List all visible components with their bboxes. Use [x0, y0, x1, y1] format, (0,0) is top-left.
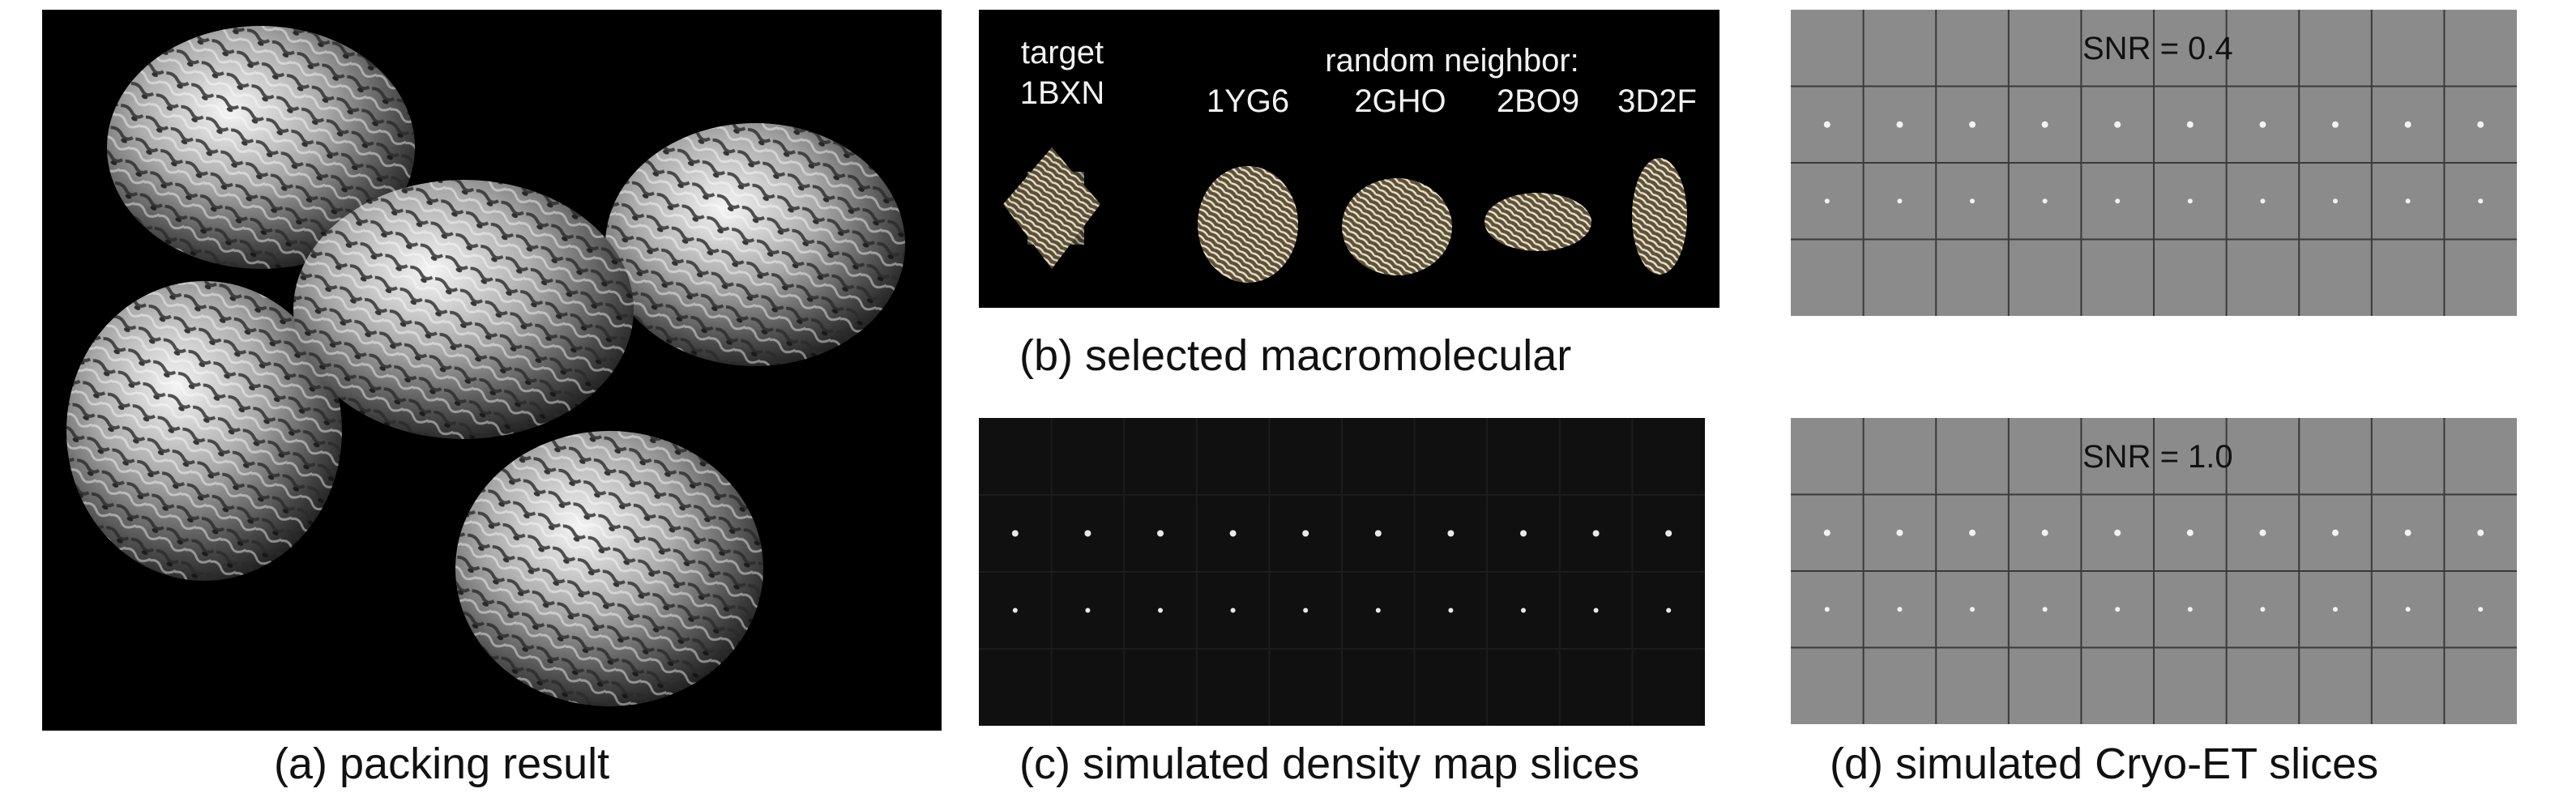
slice-density-spot [2332, 529, 2339, 536]
slice-density-spot [1229, 530, 1237, 537]
caption-d: (d) simulated Cryo-ET slices [1830, 740, 2379, 788]
slice-density-spot [1896, 121, 1903, 128]
molecule-blob [66, 281, 342, 581]
neighbor-label: random neighbor: [1325, 43, 1579, 79]
slice-density-spot [2187, 198, 2193, 204]
slice-density-spot [2114, 121, 2121, 128]
slice-density-spot [2259, 529, 2266, 536]
slice-density-spot [1897, 607, 1903, 612]
slice-density-spot [1012, 608, 1018, 613]
structure-2gho [1342, 178, 1452, 275]
slice-density-spot [2042, 198, 2048, 204]
cryo-et-slices-snr-high: SNR = 1.0 [1791, 418, 2517, 724]
slice-density-spot [2405, 198, 2411, 204]
neighbor-id: 3D2F [1617, 83, 1697, 119]
macromolecule-panel: target 1BXN random neighbor: 1YG6 2GHO 2… [979, 10, 1719, 308]
slice-density-spot [2477, 529, 2484, 536]
slice-density-spot [2041, 121, 2048, 128]
slice-density-spot [2333, 607, 2338, 612]
slice-density-spot [2477, 121, 2484, 128]
molecule-blob [605, 123, 905, 366]
slice-density-spot [1520, 530, 1527, 537]
slice-density-spot [2186, 121, 2194, 128]
slice-density-spot [1969, 529, 1976, 536]
packing-result-image [42, 10, 942, 731]
neighbor-id: 2BO9 [1496, 83, 1580, 119]
slice-density-spot [1157, 530, 1164, 537]
structure-2bo9 [1485, 193, 1591, 251]
slice-density-spot [1823, 529, 1831, 536]
molecule-blob [455, 431, 763, 706]
structure-3d2f [1632, 158, 1687, 275]
slice-density-spot [1447, 530, 1455, 537]
slice-density-spot [1521, 608, 1526, 613]
slice-density-spot [1303, 608, 1309, 613]
cryo-et-slices-snr-low: SNR = 0.4 [1791, 10, 2517, 316]
slice-density-spot [1666, 608, 1672, 613]
slice-density-spot [1592, 530, 1600, 537]
cryo-slice-grid [1791, 10, 2517, 316]
molecule-blob [107, 26, 415, 269]
slice-density-spot [2042, 607, 2048, 612]
slice-density-spot [1970, 198, 1975, 204]
slice-density-spot [1823, 121, 1831, 128]
caption-c: (c) simulated density map slices [1019, 740, 1640, 788]
slice-density-spot [1897, 198, 1903, 204]
slice-density-spot [1302, 530, 1309, 537]
neighbor-id: 2GHO [1354, 83, 1446, 119]
molecule-blob [293, 180, 634, 439]
slice-density-spot [1665, 530, 1672, 537]
caption-b: (b) selected macromolecular [1019, 331, 1572, 380]
neighbor-id: 1YG6 [1206, 83, 1290, 119]
density-slice-grid [979, 418, 1705, 726]
slice-density-spot [1824, 198, 1830, 204]
slice-density-spot [2260, 607, 2266, 612]
slice-density-spot [2041, 529, 2048, 536]
slice-density-spot [2114, 529, 2121, 536]
snr-label: SNR = 1.0 [2083, 439, 2233, 475]
slice-density-spot [1085, 608, 1091, 613]
slice-density-spot [2405, 607, 2411, 612]
slice-density-spot [2259, 121, 2266, 128]
slice-density-spot [2478, 198, 2484, 204]
slice-density-spot [1375, 608, 1381, 613]
slice-density-spot [1374, 530, 1382, 537]
structure-1bxn [1003, 147, 1100, 269]
snr-label: SNR = 0.4 [2083, 31, 2233, 66]
slice-density-spot [1230, 608, 1236, 613]
slice-density-spot [1593, 608, 1599, 613]
packing-surface-render [66, 26, 905, 706]
slice-density-spot [2478, 607, 2484, 612]
slice-density-spot [2404, 529, 2412, 536]
slice-density-spot [1158, 608, 1163, 613]
slice-density-spot [1970, 607, 1975, 612]
slice-density-spot [1448, 608, 1454, 613]
slice-density-spot [2260, 198, 2266, 204]
slice-density-spot [2115, 198, 2121, 204]
cryo-slice-grid [1791, 418, 2517, 724]
target-id: 1BXN [1019, 75, 1105, 111]
target-label: target [1020, 35, 1104, 70]
structure-1yg6 [1198, 166, 1298, 283]
slice-density-spot [2186, 529, 2194, 536]
slice-density-spot [1084, 530, 1091, 537]
slice-density-spot [1896, 529, 1903, 536]
slice-density-spot [1824, 607, 1830, 612]
slice-density-spot [1969, 121, 1976, 128]
macromolecule-structures [1003, 147, 1687, 283]
caption-a: (a) packing result [274, 740, 610, 788]
slice-density-spot [2115, 607, 2121, 612]
slice-density-spot [2404, 121, 2412, 128]
slice-density-spot [2187, 607, 2193, 612]
slice-density-spot [2332, 121, 2339, 128]
slice-density-spot [1011, 530, 1019, 537]
density-map-slices [979, 418, 1705, 726]
slice-density-spot [2333, 198, 2338, 204]
